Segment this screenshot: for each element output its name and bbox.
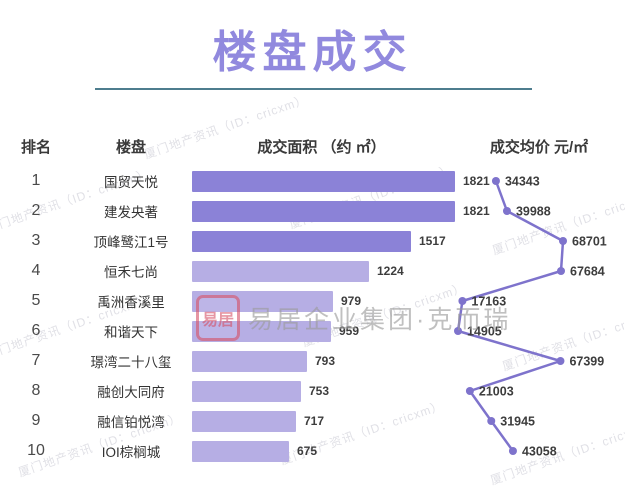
bar-cell: 1821 [192, 170, 490, 192]
bar-cell: 1224 [192, 260, 455, 282]
property-name-cell: 国贸天悦 [104, 175, 158, 190]
property-name-cell: 融创大同府 [97, 385, 165, 400]
area-value-label: 717 [304, 414, 325, 428]
table-row: 7 璟湾二十八玺 793 [0, 346, 455, 376]
price-line-chart: 34343 39988 68701 67684 17163 14905 67399 21003… [454, 175, 607, 459]
bar-cell: 793 [192, 350, 455, 372]
area-bar [192, 290, 333, 312]
price-value-label: 68701 [572, 235, 607, 249]
price-value-label: 67399 [569, 355, 604, 369]
area-value-label: 675 [297, 444, 318, 458]
price-point [458, 297, 467, 305]
area-value-label: 793 [315, 354, 336, 368]
price-value-label: 14905 [467, 325, 502, 339]
table-row: 10 IOI棕榈城 675 [0, 436, 455, 466]
property-name-cell: 恒禾七尚 [104, 265, 158, 280]
table-row: 1 国贸天悦 1821 [0, 166, 490, 196]
rank-cell: 10 [27, 442, 45, 459]
rank-cell: 4 [31, 262, 41, 279]
price-value-label: 31945 [500, 415, 535, 429]
rank-cell: 7 [31, 352, 41, 369]
header-property: 楼盘 [115, 139, 146, 156]
bar-cell: 959 [192, 320, 455, 342]
rank-cell: 3 [31, 232, 41, 249]
area-value-label: 753 [309, 384, 330, 398]
price-value-label: 39988 [516, 205, 551, 219]
property-name-cell: 融信铂悦湾 [97, 415, 165, 430]
price-point [454, 327, 462, 335]
area-value-label: 959 [339, 324, 360, 338]
price-point [559, 237, 567, 245]
price-line [456, 180, 565, 452]
rank-cell: 6 [31, 322, 41, 339]
area-value-label: 1821 [463, 174, 490, 188]
price-value-label: 34343 [505, 175, 540, 189]
area-bar [192, 440, 289, 462]
area-bar [192, 170, 455, 192]
header-rank: 排名 [20, 139, 51, 156]
area-bar [192, 230, 411, 252]
price-point [508, 447, 517, 455]
area-value-label: 1517 [419, 234, 446, 248]
property-name-cell: IOI棕榈城 [101, 445, 161, 460]
bar-cell: 1821 [192, 200, 490, 222]
price-point [556, 357, 565, 365]
price-value-label: 43058 [522, 445, 557, 459]
table-row: 5 禹洲香溪里 979 [0, 286, 455, 316]
area-bar-chart: 1 国贸天悦 1821 2 建发央著 1821 3 顶峰鹭江1号 1517 4 … [0, 166, 490, 466]
bar-cell: 675 [192, 440, 455, 462]
table-row: 2 建发央著 1821 [0, 196, 490, 226]
property-name-cell: 建发央著 [104, 205, 158, 220]
area-bar [192, 200, 455, 222]
area-value-label: 979 [341, 294, 362, 308]
rank-cell: 5 [31, 292, 41, 309]
header-price: 成交均价 元/㎡ [489, 139, 589, 156]
rank-cell: 2 [31, 202, 41, 219]
price-point [465, 387, 474, 395]
table-header: 排名 楼盘 成交面积 （约 ㎡） 成交均价 元/㎡ [0, 136, 625, 157]
rank-cell: 9 [31, 412, 41, 429]
table-row: 6 和谐天下 959 [0, 316, 455, 346]
price-point [491, 177, 500, 185]
price-point [487, 417, 496, 425]
price-point [502, 207, 511, 215]
area-bar [192, 260, 369, 282]
table-row: 4 恒禾七尚 1224 [0, 256, 455, 286]
table-row: 8 融创大同府 753 [0, 376, 455, 406]
table-row: 3 顶峰鹭江1号 1517 [0, 226, 455, 256]
area-value-label: 1224 [377, 264, 404, 278]
table-row: 9 融信铂悦湾 717 [0, 406, 455, 436]
price-point [557, 267, 566, 275]
price-value-label: 67684 [570, 265, 605, 279]
area-bar [192, 350, 307, 372]
rank-cell: 8 [31, 382, 41, 399]
rank-cell: 1 [31, 172, 41, 189]
page-title: 楼盘成交 [212, 27, 413, 78]
property-name-cell: 和谐天下 [104, 325, 158, 340]
title-underline [95, 88, 532, 90]
area-bar [192, 380, 301, 402]
area-bar [192, 410, 296, 432]
bar-cell: 753 [192, 380, 455, 402]
price-value-label: 21003 [479, 385, 514, 399]
property-name-cell: 顶峰鹭江1号 [93, 235, 169, 250]
area-value-label: 1821 [463, 204, 490, 218]
property-name-cell: 璟湾二十八玺 [90, 355, 172, 370]
bar-cell: 717 [192, 410, 455, 432]
header-area: 成交面积 （约 ㎡） [257, 139, 386, 156]
property-name-cell: 禹洲香溪里 [97, 295, 165, 310]
bar-cell: 1517 [192, 230, 455, 252]
price-value-label: 17163 [471, 295, 506, 309]
bar-cell: 979 [192, 290, 455, 312]
area-bar [192, 320, 331, 342]
